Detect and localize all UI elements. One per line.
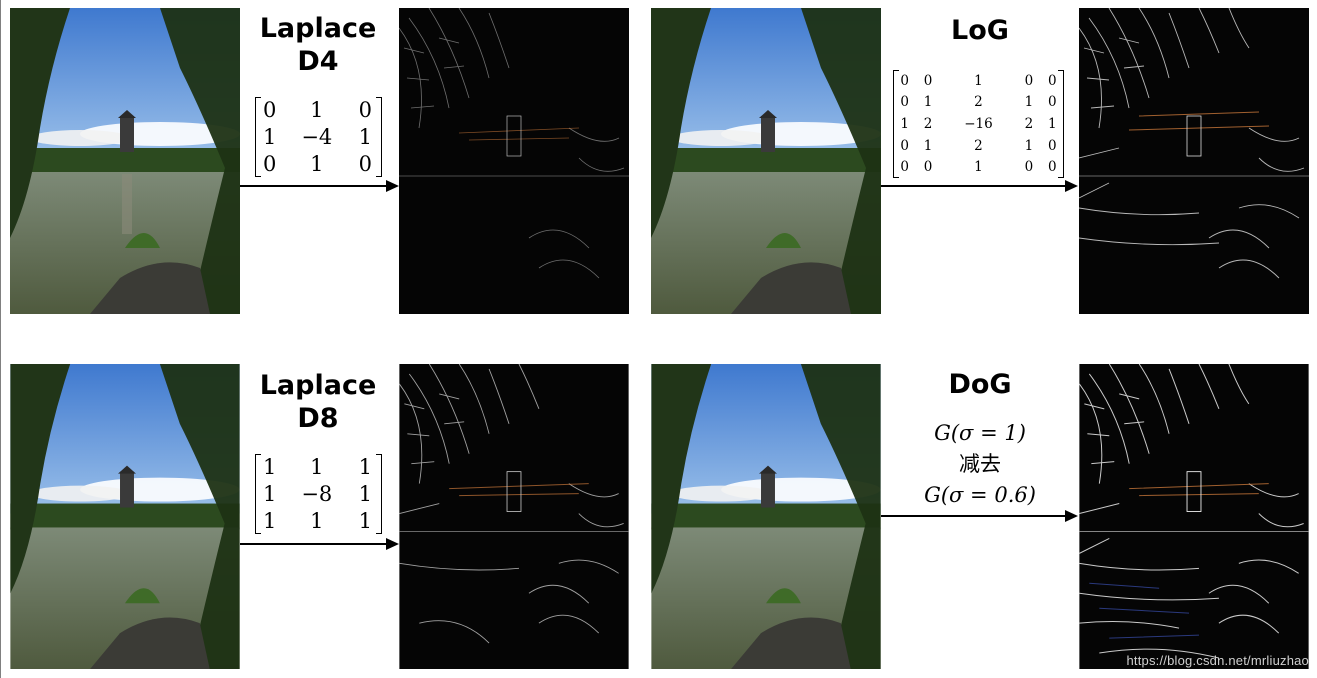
matrix-cell: 0 (358, 98, 372, 123)
matrix-cell: 1 (974, 159, 983, 176)
matrix-cell: 1 (923, 94, 933, 111)
dog-formula-line-2: 减去 (959, 452, 1001, 476)
matrix-cell: 2 (974, 137, 983, 154)
matrix-cell: 1 (263, 455, 277, 480)
matrix-cell: 1 (1024, 137, 1034, 154)
matrix-cell: 0 (1024, 159, 1034, 176)
matrix-cell: −16 (964, 115, 993, 132)
matrix-cell: −8 (301, 481, 333, 506)
matrix-cell: 1 (358, 508, 372, 533)
laplace-d4-title-line-2: D4 (297, 46, 339, 77)
dog-title-line-1: DoG (948, 369, 1012, 400)
matrix-cell: 0 (1047, 94, 1057, 111)
log-title-line-1: LoG (951, 15, 1009, 46)
matrix-left-bracket (255, 454, 261, 534)
matrix-row: 1 1 1 (255, 454, 382, 481)
matrix-cell: 0 (923, 72, 933, 89)
matrix-cell: 1 (1024, 94, 1034, 111)
matrix-cell: 0 (1047, 72, 1057, 89)
arrow-laplace-d4 (240, 180, 399, 192)
log-result-image (1079, 8, 1309, 314)
original-photo-4 (651, 364, 881, 669)
matrix-cell: 1 (358, 124, 372, 149)
edge-map-log (1079, 8, 1309, 314)
lake-pagoda-photo (651, 8, 881, 314)
lake-pagoda-photo (651, 364, 881, 669)
matrix-row: 1 −4 1 (255, 124, 382, 151)
matrix-right-bracket (376, 454, 382, 534)
original-photo-2 (651, 8, 881, 314)
left-border-line (0, 0, 1, 678)
laplace-d4-title: Laplace D4 (228, 12, 408, 78)
matrix-row: 0 1 0 (255, 97, 382, 124)
matrix-cell: 1 (923, 137, 933, 154)
matrix-cell: 0 (263, 98, 277, 123)
matrix-cell: 0 (1047, 159, 1057, 176)
matrix-cell: 1 (263, 508, 277, 533)
matrix-cell: 1 (310, 151, 324, 176)
laplace-d4-result-image (399, 8, 629, 314)
matrix-cell: 1 (1047, 115, 1057, 132)
dog-formula-line-1: G(σ = 1) (934, 421, 1026, 445)
original-photo-1 (10, 8, 240, 314)
lake-pagoda-photo (10, 364, 240, 669)
matrix-cell: 0 (900, 159, 909, 176)
dog-formula: G(σ = 1) 减去 G(σ = 0.6) (880, 418, 1080, 511)
matrix-left-bracket (255, 97, 261, 177)
matrix-cell: 1 (358, 481, 372, 506)
matrix-cell: 0 (900, 94, 909, 111)
laplace-d8-result-image (399, 364, 629, 669)
matrix-cell: 0 (923, 159, 933, 176)
dog-result-image (1079, 364, 1309, 669)
edge-map-d8 (399, 364, 629, 669)
matrix-row: 1 −8 1 (255, 481, 382, 508)
dog-formula-line-3: G(σ = 0.6) (924, 483, 1036, 507)
laplace-d8-title-line-1: Laplace (259, 370, 377, 401)
arrow-log (881, 180, 1078, 192)
edge-map-d4 (399, 8, 629, 314)
matrix-cell: 0 (1024, 72, 1034, 89)
matrix-cell: 0 (900, 72, 909, 89)
laplace-d4-title-line-1: Laplace (259, 13, 377, 44)
matrix-right-bracket (376, 97, 382, 177)
matrix-cell: 2 (923, 115, 933, 132)
dog-title: DoG (890, 368, 1070, 401)
matrix-cell: −4 (301, 124, 333, 149)
matrix-cell: 1 (263, 124, 277, 149)
matrix-left-bracket (893, 70, 899, 178)
matrix-cell: 1 (900, 115, 909, 132)
log-title: LoG (890, 14, 1070, 47)
arrow-dog (881, 510, 1078, 522)
edge-map-dog (1079, 364, 1309, 669)
matrix-row: 0 1 0 (255, 150, 382, 177)
matrix-right-bracket (1058, 70, 1064, 178)
laplace-d8-title: Laplace D8 (228, 369, 408, 435)
original-photo-3 (10, 364, 240, 669)
matrix-cell: 0 (358, 151, 372, 176)
matrix-cell: 0 (1047, 137, 1057, 154)
watermark-url: https://blog.csdn.net/mrliuzhao (1126, 653, 1309, 668)
laplace-d8-title-line-2: D8 (297, 403, 339, 434)
lake-pagoda-photo (10, 8, 240, 314)
matrix-cell: 1 (310, 508, 324, 533)
matrix-cell: 2 (974, 94, 983, 111)
matrix-cell: 1 (263, 481, 277, 506)
matrix-cell: 2 (1024, 115, 1034, 132)
matrix-cell: 1 (310, 455, 324, 480)
matrix-cell: 0 (263, 151, 277, 176)
arrow-laplace-d8 (240, 538, 399, 550)
matrix-cell: 1 (358, 455, 372, 480)
matrix-cell: 1 (974, 72, 983, 89)
matrix-row: 1 1 1 (255, 507, 382, 534)
matrix-cell: 0 (900, 137, 909, 154)
matrix-cell: 1 (310, 98, 324, 123)
